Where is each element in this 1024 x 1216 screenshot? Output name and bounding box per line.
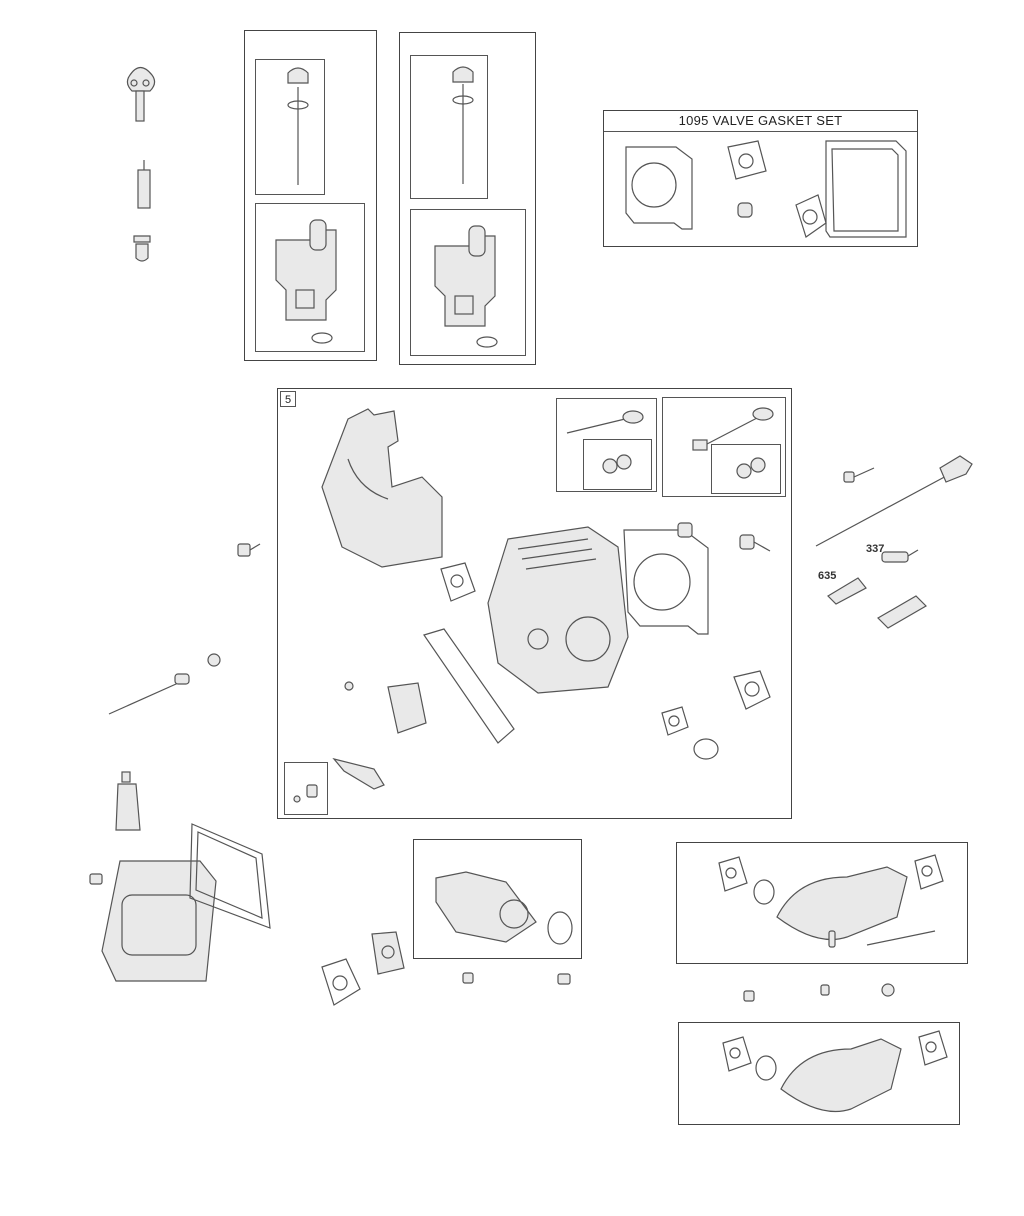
exhaust-port-gasket-part [733, 670, 771, 710]
exhaust-manifold-part-a [776, 866, 908, 941]
valve-keeper-part-b [736, 457, 766, 479]
dipstick-kit-frame-b [399, 32, 536, 365]
oil-fill-tube-part-b [434, 225, 498, 348]
dipstick-part-b [452, 66, 474, 184]
exhaust-manifold-part-b [780, 1038, 902, 1113]
cylinder-head-part [487, 526, 629, 694]
rocker-bolt-part [843, 467, 875, 483]
rocker-cover-gasket-part [825, 140, 907, 238]
nut-part-left [207, 653, 221, 667]
breather-body-part [877, 595, 927, 629]
exhaust-seal-part [661, 706, 689, 736]
dipstick-inner-box-b [410, 55, 488, 199]
screw-part-b [557, 973, 571, 985]
exhaust-gasket-loose-d [918, 1030, 948, 1066]
exhaust-manifold-frame-b [678, 1022, 960, 1125]
spark-plug-part-a [677, 522, 693, 538]
head-gasket-part [625, 146, 693, 230]
rocker-stud-part [293, 784, 318, 803]
intake-port-gasket-part [440, 562, 476, 602]
rocker-cover-gasket-loose [189, 823, 271, 929]
valve-keeper-part-a [602, 454, 632, 474]
dipstick-tube-part [137, 160, 151, 209]
breather-valve-part [881, 549, 919, 563]
exhaust-gasket-loose-a [718, 856, 748, 892]
o-ring-part [693, 738, 719, 760]
exhaust-valve-part [692, 407, 774, 451]
exhaust-plug-part [828, 930, 836, 948]
rocker-cover-bolt-part [89, 873, 103, 885]
intake-valve-box [556, 398, 657, 492]
exhaust-valve-box [662, 397, 786, 497]
intake-elbow-part [435, 871, 537, 943]
head-bolt-part [237, 543, 261, 557]
air-baffle-part [321, 408, 443, 568]
intake-elbow-frame [413, 839, 582, 959]
push-rod-part [108, 673, 190, 715]
exhaust-nut-c [881, 983, 895, 997]
screw-part-a [462, 972, 474, 984]
valve-seal-part [737, 202, 753, 218]
dipstick-part-a [287, 67, 309, 185]
exhaust-stud-part [866, 930, 936, 946]
valve-gasket-set-title: 1095 VALVE GASKET SET [604, 111, 917, 132]
intake-gasket-loose-a [321, 958, 361, 1006]
sealant-tube-part [115, 771, 141, 831]
intake-valve-keeper-box [583, 439, 652, 490]
exhaust-gasket-loose-c [722, 1036, 752, 1072]
rocker-cover-gasket-main [423, 628, 515, 744]
exhaust-o-ring-a [753, 879, 775, 905]
rocker-stud-box [284, 762, 328, 815]
spark-plug-part-b [739, 534, 771, 552]
oil-fill-tube-box-a [255, 203, 365, 352]
dipstick-inner-box-a [255, 59, 325, 195]
intake-gasket-part [727, 140, 767, 180]
exhaust-nut-b [820, 984, 830, 996]
oil-fill-tube-box-b [410, 209, 526, 356]
push-rod-right-part [815, 455, 973, 547]
exhaust-manifold-frame-a [676, 842, 968, 964]
callout-part-635: 635 [818, 570, 837, 582]
breather-tube-part [827, 577, 867, 605]
cylinder-head-box-number: 5 [280, 391, 296, 407]
valve-gasket-set-frame: 1095 VALVE GASKET SET [603, 110, 918, 247]
exhaust-valve-keeper-box [711, 444, 781, 494]
rocker-cover-part [101, 860, 217, 982]
intake-valve-part [566, 410, 644, 434]
exhaust-o-ring-b [755, 1055, 777, 1081]
exhaust-gasket-loose-b [914, 854, 944, 890]
breather-cover-part [387, 682, 427, 734]
small-plug-part [344, 681, 354, 691]
cylinder-head-frame: 5 [277, 388, 792, 819]
oil-fill-tube-part-a [275, 219, 337, 344]
intake-spacer-part [371, 931, 405, 975]
tube-seal-part [133, 235, 151, 262]
exhaust-bolt-a [743, 990, 755, 1002]
rocker-arm-part [332, 757, 385, 790]
dipstick-cap-part [126, 66, 156, 122]
intake-o-ring-part [547, 911, 573, 945]
callout-part-337: 337 [866, 543, 885, 555]
dipstick-kit-frame-a [244, 30, 377, 361]
